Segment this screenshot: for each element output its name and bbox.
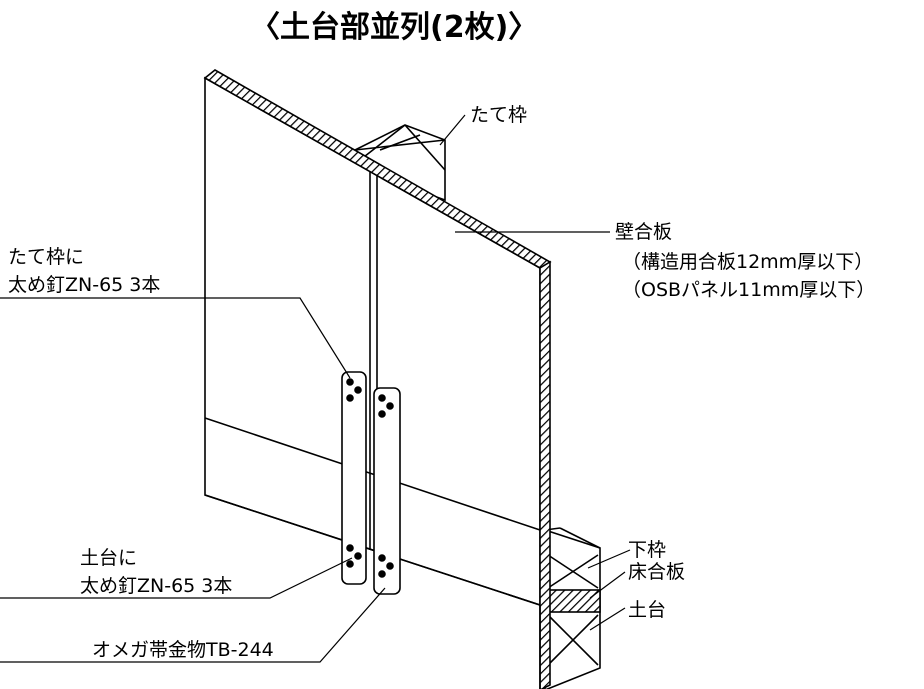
label-sill-nail-2: 太め釘ZN-65 3本	[80, 575, 233, 597]
sill-box	[544, 527, 601, 689]
label-sill-nail-1: 土台に	[80, 547, 138, 569]
diagram-title: 〈土台部並列(2枚)〉	[250, 10, 539, 45]
label-floor-plywood: 床合板	[628, 561, 686, 583]
label-wall-plywood: 壁合板	[615, 221, 673, 243]
label-stud-nail-1: たて枠に	[8, 246, 85, 268]
label-stud-nail-2: 太め釘ZN-65 3本	[8, 274, 161, 296]
label-plywood-spec: （構造用合板12mm厚以下）	[622, 251, 874, 273]
omega-plates	[341, 371, 401, 595]
leader-lines	[0, 114, 631, 663]
label-osb-spec: （OSBパネル11mm厚以下）	[622, 279, 876, 301]
label-omega: オメガ帯金物TB-244	[92, 639, 274, 661]
wall-panel	[203, 69, 552, 689]
label-stud: たて枠	[470, 104, 528, 126]
label-sill: 土台	[628, 599, 667, 621]
label-bottom-plate: 下枠	[628, 539, 667, 561]
